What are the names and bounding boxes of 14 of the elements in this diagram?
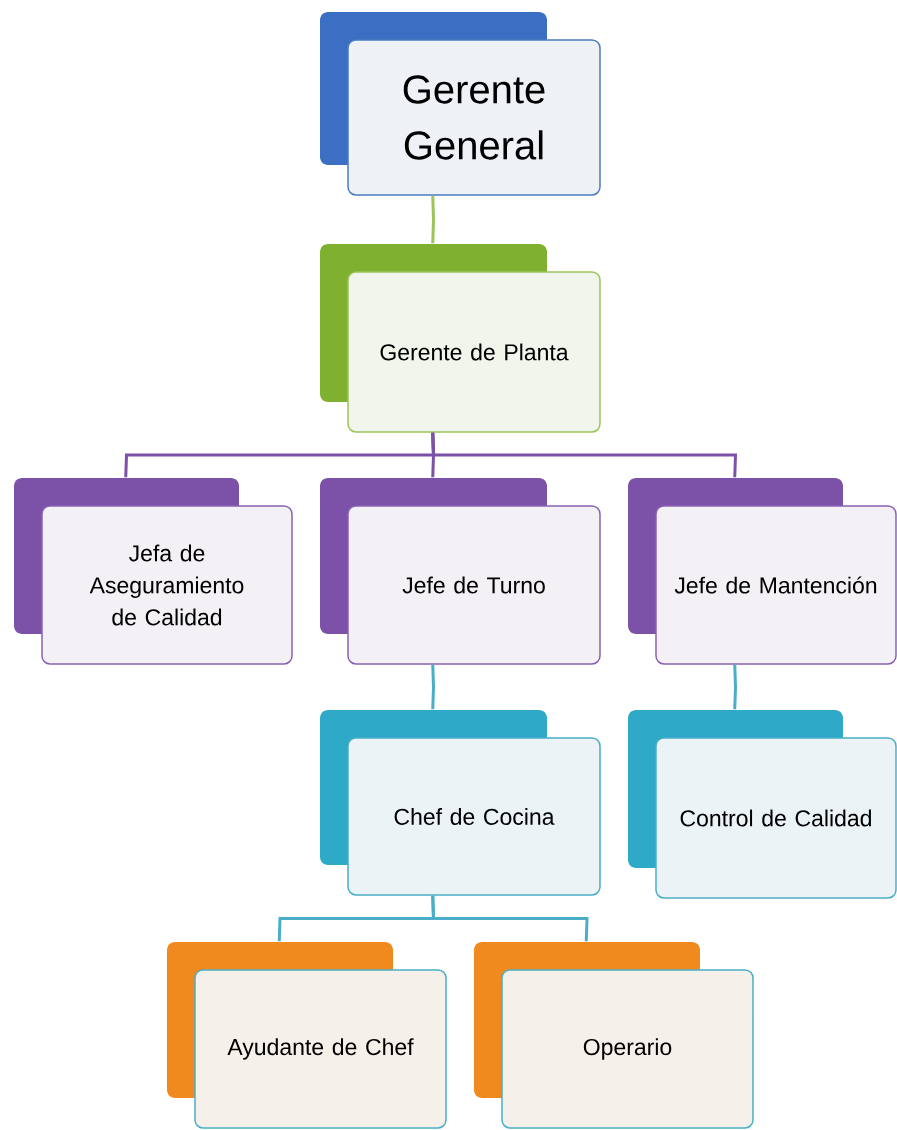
connector-line — [431, 195, 435, 244]
org-box: Jefa de Aseguramiento de Calidad — [14, 478, 293, 665]
org-box: Control de Calidad — [628, 710, 897, 899]
org-box: Operario — [474, 942, 754, 1129]
org-box: Gerente General — [320, 12, 601, 196]
org-box: Gerente de Planta — [320, 244, 601, 433]
org-box: Jefe de Turno — [320, 478, 601, 665]
org-box: Jefe de Mantención — [628, 478, 897, 665]
connector-line — [431, 895, 589, 942]
connector-line — [431, 664, 435, 710]
connector-line — [431, 432, 738, 478]
org-box: Chef de Cocina — [320, 710, 601, 896]
connector-line — [733, 664, 737, 710]
org-box: Ayudante de Chef — [167, 942, 447, 1129]
